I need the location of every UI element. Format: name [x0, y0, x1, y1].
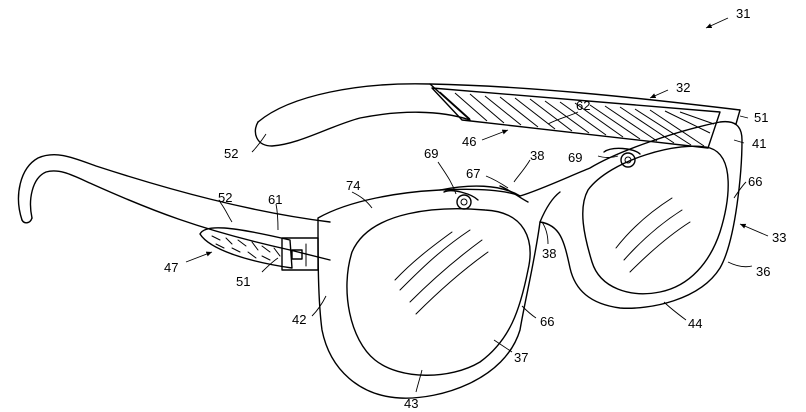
near-lens — [346, 208, 531, 376]
ref-61: 61 — [268, 192, 282, 207]
ref-52-lower: 52 — [218, 190, 232, 205]
ref-74: 74 — [346, 178, 360, 193]
ref-43: 43 — [404, 396, 418, 411]
led-indicators — [443, 147, 641, 210]
ref-44: 44 — [688, 316, 702, 331]
ref-46: 46 — [462, 134, 476, 149]
ref-42: 42 — [292, 312, 306, 327]
near-temple-arm — [17, 154, 331, 261]
ref-52-upper: 52 — [224, 146, 238, 161]
ref-69-left: 69 — [424, 146, 438, 161]
ref-66-upper: 66 — [748, 174, 762, 189]
far-temple-arm — [254, 83, 741, 147]
ref-41: 41 — [752, 136, 766, 151]
bridge — [439, 185, 561, 223]
ref-47: 47 — [164, 260, 178, 275]
ref-38-lower: 38 — [542, 246, 556, 261]
ref-31: 31 — [736, 6, 750, 21]
ref-51-lower: 51 — [236, 274, 250, 289]
ref-69-right: 69 — [568, 150, 582, 165]
ref-67: 67 — [466, 166, 480, 181]
ref-36: 36 — [756, 264, 770, 279]
reference-numerals: 31 62 32 51 52 46 41 69 38 69 67 74 66 5… — [164, 6, 786, 411]
leader-lines — [185, 17, 769, 393]
ref-62: 62 — [576, 98, 590, 113]
ref-51-upper: 51 — [754, 110, 768, 125]
ref-66-lower: 66 — [540, 314, 554, 329]
near-camera-housing — [199, 227, 319, 271]
front-frame — [317, 120, 743, 399]
ref-33: 33 — [772, 230, 786, 245]
ref-38-upper: 38 — [530, 148, 544, 163]
ref-32: 32 — [676, 80, 690, 95]
ref-37: 37 — [514, 350, 528, 365]
far-lens — [582, 145, 729, 295]
